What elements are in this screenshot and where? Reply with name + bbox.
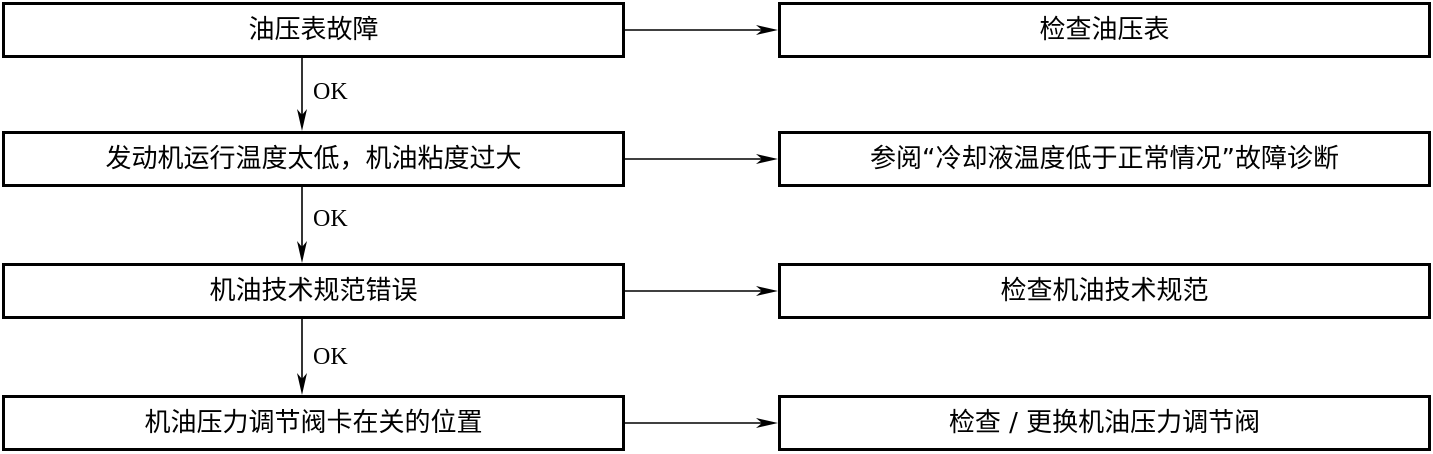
action-text-1: 检查油压表: [1039, 15, 1170, 45]
action-box-4: 检查 / 更换机油压力调节阀: [778, 395, 1431, 451]
action-box-1: 检查油压表: [778, 2, 1431, 58]
arrowhead-right-1: [756, 25, 778, 35]
condition-box-4: 机油压力调节阀卡在关的位置: [2, 395, 625, 451]
arrowhead-right-2: [756, 154, 778, 164]
arrowhead-down-3: [297, 373, 307, 395]
arrowhead-down-1: [297, 109, 307, 131]
action-text-2: 参阅“冷却液温度低于正常情况”故障诊断: [870, 144, 1339, 174]
ok-label-3: OK: [313, 344, 348, 370]
action-text-4: 检查 / 更换机油压力调节阀: [948, 408, 1261, 438]
condition-box-3: 机油技术规范错误: [2, 263, 625, 319]
arrowhead-right-3: [756, 286, 778, 296]
ok-label-2: OK: [313, 206, 348, 232]
arrowhead-down-2: [297, 241, 307, 263]
condition-box-1: 油压表故障: [2, 2, 625, 58]
condition-text-4: 机油压力调节阀卡在关的位置: [144, 408, 483, 438]
arrowhead-right-4: [756, 418, 778, 428]
condition-box-2: 发动机运行温度太低，机油粘度过大: [2, 131, 625, 187]
condition-text-3: 机油技术规范错误: [209, 276, 418, 306]
action-box-2: 参阅“冷却液温度低于正常情况”故障诊断: [778, 131, 1431, 187]
condition-text-1: 油压表故障: [248, 15, 379, 45]
action-box-3: 检查机油技术规范: [778, 263, 1431, 319]
condition-text-2: 发动机运行温度太低，机油粘度过大: [105, 144, 522, 174]
ok-label-1: OK: [313, 79, 348, 105]
action-text-3: 检查机油技术规范: [1000, 276, 1209, 306]
